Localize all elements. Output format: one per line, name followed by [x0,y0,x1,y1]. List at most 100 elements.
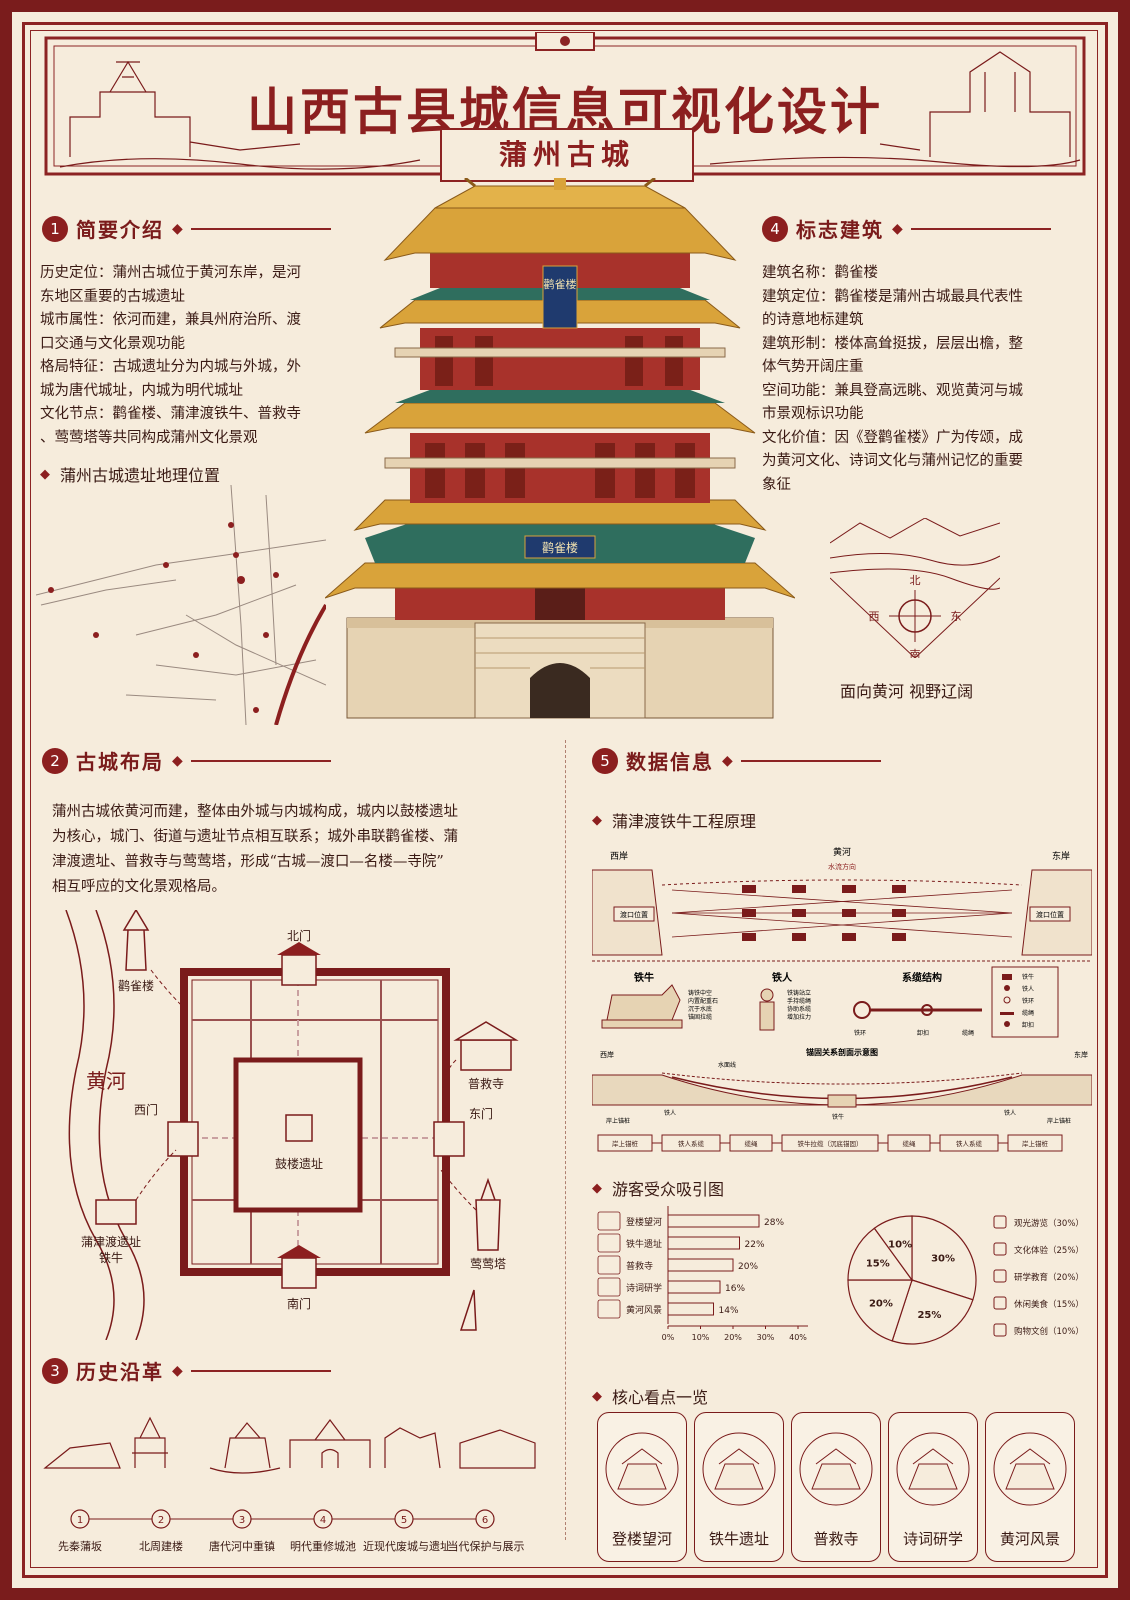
section-rule [740,759,881,762]
bar-value-label: 16% [725,1284,745,1294]
category-icon [597,1299,621,1319]
plaque-upper-text: 鹳雀楼 [544,277,577,291]
card-sketch [1009,1448,1051,1465]
flow-step-label: 铁人系缆 [956,1139,983,1148]
flow-step-label: 岸上锚桩 [612,1139,639,1148]
site-pujindu-label: 蒲津渡遗址 [81,1234,141,1249]
section-rule [190,759,331,762]
section-rule [190,227,331,230]
section-rule [190,1369,331,1372]
diagram-east-bank: 东岸 [1052,850,1070,862]
card-circle [896,1432,970,1506]
iron-ox-subtitle: ◆ 蒲津渡铁牛工程原理 [592,812,757,831]
intro-line: 口交通与文化景观功能 [40,335,185,352]
intro-line: 历史定位：蒲州古城位于黄河东岸，是河 [40,265,301,281]
bar-value-label: 14% [719,1306,739,1316]
plaque-lower-text: 鹳雀楼 [542,540,578,555]
card-sketch [718,1448,760,1465]
section-number: 1 [42,215,68,242]
section-number: 4 [762,215,788,242]
diagram-west-bank: 西岸 [610,851,628,862]
history-step-label: 北周建楼 [139,1540,183,1553]
card-sketch [621,1448,663,1465]
river-label: 黄河 [86,1069,126,1093]
bar [667,1214,760,1228]
core-card-label: 登楼望河 [611,1530,672,1548]
section-number: 5 [592,747,618,774]
cable-title: 系缆结构 [902,971,942,984]
card-circle [605,1432,679,1506]
bar-category-label: 铁牛遗址 [626,1238,662,1250]
flow-step-box [1007,1134,1063,1152]
pie-slice-label: 25% [917,1310,941,1321]
diamond-icon: ◆ [592,812,602,828]
bar [667,1280,721,1294]
pie-slice-label: 10% [888,1239,912,1250]
site-yingying-label: 莺莺塔 [470,1257,506,1271]
ferry-right-label: 渡口位置 [1036,910,1064,919]
core-card-illustration [896,1432,970,1506]
timeline-number: 1 [77,1515,83,1526]
pie-legend-label: 文化体验（25%） [1014,1245,1084,1256]
guanque-tower-illustration: 鹳雀楼 鹳雀楼 [325,178,795,719]
card-sketch [908,1463,958,1490]
legend-item: 铁环 [1022,997,1034,1005]
history-step-label: 当代保护与展示 [447,1540,525,1553]
card-circle [993,1432,1067,1506]
intro-line: 格局特征：古城遗址分为内城与外城，外 [40,359,301,375]
section-title: 标志建筑 [796,218,884,242]
bar [667,1236,740,1250]
intro-line: 城市属性：依河而建，兼具州府治所、渡 [40,312,301,328]
landmark-line: 建筑名称：鹳雀楼 [762,265,878,281]
bar-tick-label: 10% [692,1333,710,1342]
core-card-label: 诗词研学 [902,1530,963,1548]
bar-tick-label: 20% [724,1333,742,1342]
card-sketch [811,1463,861,1490]
diamond-icon: ◆ [722,752,733,769]
section-east: 东岸 [1074,1050,1088,1059]
core-card-illustration [799,1432,873,1506]
location-map [36,485,326,725]
core-card-label: 黄河风景 [999,1530,1060,1548]
timeline-node [394,1509,414,1529]
bar-tick-label: 30% [757,1333,775,1342]
section-title: 数据信息 [626,750,714,774]
diamond-icon: ◆ [172,1362,183,1379]
man-title: 铁人 [772,971,793,984]
outer-frame [22,22,1108,1578]
river-view-sketch: 北 南 西 东 [830,518,1000,658]
city-layout-map: 黄河 北门 南门 西门 东门 鼓楼遗址 [65,910,519,1340]
pie-legend-label: 观光游览（30%） [1014,1218,1084,1229]
ox-desc: 沉于水底 [688,1005,712,1013]
card-sketch [617,1463,667,1490]
card-sketch [1005,1463,1055,1490]
section-3-header: 3 历史沿革 ◆ [42,1356,331,1385]
card-sketch [912,1448,954,1465]
compass-north: 北 [910,574,921,587]
appeal-subtitle: ◆ 游客受众吸引图 [592,1180,725,1199]
core-card: 普救寺 [791,1412,881,1562]
ox-desc: 锚固拉缆 [688,1013,712,1021]
cable-label: 铁环 [854,1029,866,1037]
iron-ox-diagram: 西岸 东岸 黄河 水流方向 渡口位置 渡口位置 铁牛 铸铁中空 内置配重石 沉于… [592,846,1092,1152]
diamond-icon: ◆ [40,466,50,482]
view-caption: 面向黄河 视野辽阔 [840,682,974,701]
card-sketch [815,1448,857,1465]
flow-step-label: 铁牛拉缆（沉底锚固） [798,1139,863,1148]
site-tieniu-label: 铁牛 [99,1250,123,1265]
pie-slice-label: 20% [869,1299,893,1310]
timeline-number: 2 [158,1515,164,1526]
gate-north-label: 北门 [287,928,311,943]
water-level-label: 水面线 [718,1061,736,1069]
section-title: 古城布局 [76,750,164,774]
card-sketch [714,1463,764,1490]
diamond-icon: ◆ [892,220,903,237]
pie-legend-label: 购物文创（10%） [1014,1326,1084,1337]
drum-tower-label: 鼓楼遗址 [275,1156,323,1171]
pie-slice [911,1215,977,1301]
cable-label: 卸扣 [917,1029,929,1037]
core-card-illustration [702,1432,776,1506]
compass-west: 西 [869,610,880,623]
